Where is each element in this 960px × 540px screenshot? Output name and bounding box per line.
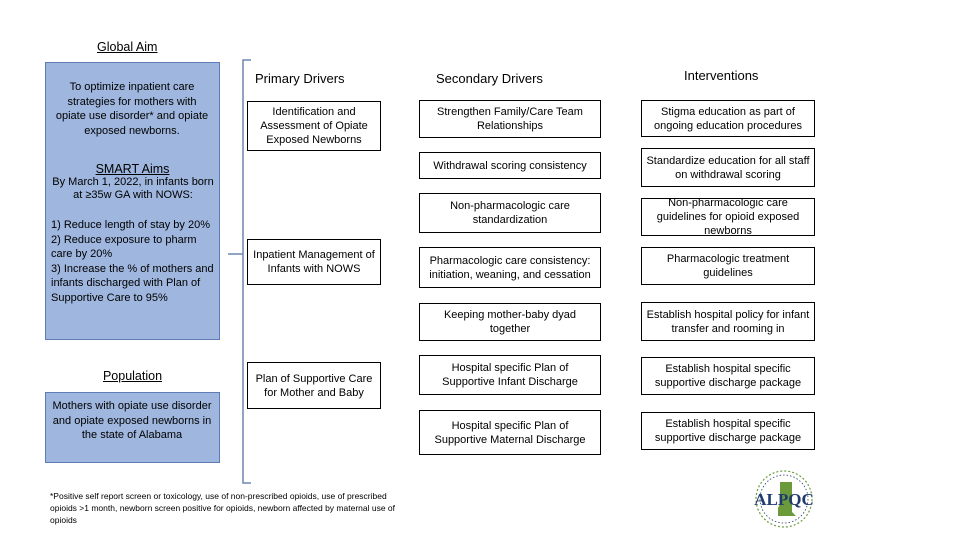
aims-panel bbox=[45, 62, 220, 340]
intervention-box: Non-pharmacologic care guidelines for op… bbox=[641, 198, 815, 236]
intervention-box: Stigma education as part of ongoing educ… bbox=[641, 100, 815, 137]
intervention-box: Establish hospital specific supportive d… bbox=[641, 412, 815, 450]
secondary-driver-box: Strengthen Family/Care Team Relationship… bbox=[419, 100, 601, 138]
secondary-driver-box: Pharmacologic care consistency: initiati… bbox=[419, 247, 601, 288]
population-panel bbox=[45, 392, 220, 463]
population-heading: Population bbox=[102, 369, 163, 383]
secondary-driver-box: Hospital specific Plan of Supportive Inf… bbox=[419, 355, 601, 395]
smart-aims-goals: 1) Reduce length of stay by 20% 2) Reduc… bbox=[51, 219, 214, 304]
secondary-driver-box: Non-pharmacologic care standardization bbox=[419, 193, 601, 233]
primary-driver-box: Identification and Assessment of Opiate … bbox=[247, 101, 381, 151]
primary-drivers-heading: Primary Drivers bbox=[255, 71, 345, 86]
intervention-box: Pharmacologic treatment guidelines bbox=[641, 247, 815, 285]
primary-driver-box: Inpatient Management of Infants with NOW… bbox=[247, 239, 381, 285]
secondary-drivers-heading: Secondary Drivers bbox=[436, 71, 543, 86]
intervention-box: Establish hospital policy for infant tra… bbox=[641, 302, 815, 341]
logo-wordmark: ALPQC bbox=[754, 490, 814, 509]
smart-aims-heading: SMART Aims bbox=[95, 162, 170, 176]
primary-driver-box: Plan of Supportive Care for Mother and B… bbox=[247, 362, 381, 409]
secondary-driver-box: Withdrawal scoring consistency bbox=[419, 152, 601, 179]
global-aim-heading: Global Aim bbox=[97, 40, 158, 54]
driver-bracket bbox=[228, 59, 251, 484]
secondary-driver-box: Hospital specific Plan of Supportive Mat… bbox=[419, 410, 601, 455]
interventions-heading: Interventions bbox=[684, 68, 759, 83]
secondary-driver-box: Keeping mother-baby dyad together bbox=[419, 303, 601, 341]
alpqc-logo: ALPQC bbox=[754, 470, 814, 528]
global-aim-text: To optimize inpatient care strategies fo… bbox=[55, 81, 209, 137]
population-text: Mothers with opiate use disorder and opi… bbox=[52, 400, 212, 441]
intervention-box: Establish hospital specific supportive d… bbox=[641, 357, 815, 395]
footnote: *Positive self report screen or toxicolo… bbox=[50, 491, 396, 525]
smart-aims-intro: By March 1, 2022, in infants born at ≥35… bbox=[52, 176, 214, 201]
intervention-box: Standardize education for all staff on w… bbox=[641, 148, 815, 187]
